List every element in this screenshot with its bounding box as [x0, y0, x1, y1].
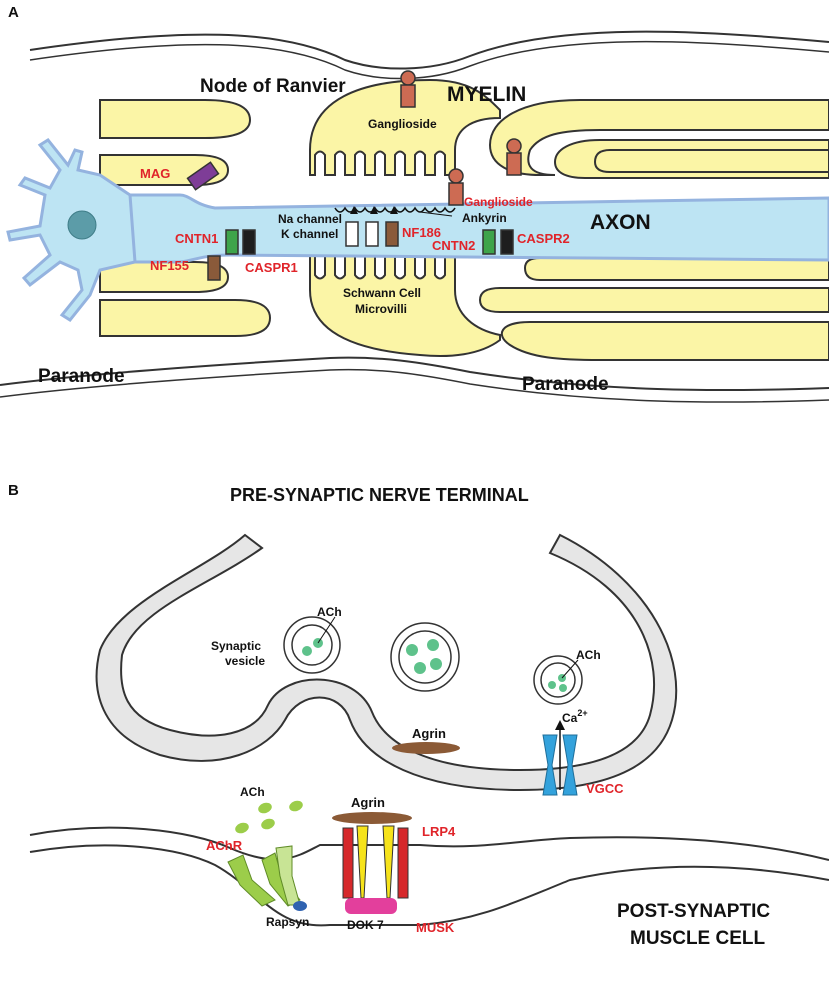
cntn2-label: CNTN2 [432, 238, 475, 253]
caspr1-label: CASPR1 [245, 260, 298, 275]
schwann-top [309, 78, 501, 176]
rapsyn [293, 901, 307, 911]
caspr2-protein [500, 229, 514, 255]
achr-receptor [227, 845, 301, 907]
agrin-post [332, 812, 412, 824]
myelin-right-upper [488, 99, 829, 179]
ganglioside-top-glyph [400, 70, 416, 108]
axon [128, 193, 829, 264]
caspr1-protein [242, 229, 256, 255]
ganglioside-red-label: Ganglioside [464, 195, 533, 209]
ach-cleft-molecules [235, 800, 303, 834]
caspr2-label: CASPR2 [517, 231, 570, 246]
presynaptic-label: PRE-SYNAPTIC NERVE TERMINAL [230, 485, 529, 505]
na-channel-label: Na channel [278, 212, 342, 226]
neuron [6, 138, 137, 322]
panel-b: B PRE-SYNAPTIC NERVE TERMINAL [8, 482, 829, 949]
nerve-outer-bottom [0, 356, 829, 392]
calcium-label: Ca2+ [562, 708, 588, 725]
presynaptic-membrane [95, 533, 678, 792]
mag-label: MAG [140, 166, 170, 181]
ganglioside-red-glyph [448, 168, 464, 206]
axon-label: AXON [590, 211, 651, 234]
vgcc-channel [542, 734, 578, 796]
ankyrin-label: Ankyrin [462, 211, 507, 225]
panel-a: A [0, 4, 829, 403]
calcium-charge: 2+ [577, 708, 587, 718]
paranode-left-label: Paranode [38, 366, 125, 387]
schwann-label-line1: Schwann Cell [343, 286, 421, 300]
node-of-ranvier-label: Node of Ranvier [200, 76, 346, 97]
musk-protein [345, 898, 397, 914]
nf155-label: NF155 [150, 258, 189, 273]
neuron-nucleus [67, 210, 97, 240]
cntn2-protein [482, 229, 496, 255]
ach-cleft-label: ACh [240, 785, 265, 799]
lrp4-right [397, 827, 409, 899]
myelin-left-lower [99, 261, 272, 337]
musk-left-yellow [356, 825, 369, 899]
lrp4-left [342, 827, 354, 899]
ganglioside-top-label: Ganglioside [368, 117, 437, 131]
vesicle-1 [283, 616, 341, 674]
k-channel-label: K channel [281, 227, 338, 241]
panel-b-letter: B [8, 482, 19, 499]
musk-right-yellow [382, 825, 395, 899]
cntn1-label: CNTN1 [175, 231, 218, 246]
nerve-outer-top [29, 30, 829, 70]
na-channel-protein [345, 221, 359, 247]
cntn1-protein [225, 229, 239, 255]
postsynaptic-label-2: MUSCLE CELL [630, 928, 766, 949]
nf186-label: NF186 [402, 225, 441, 240]
agrin-post-label: Agrin [351, 795, 385, 810]
agrin-pre-label: Agrin [412, 726, 446, 741]
postsynaptic-membrane [29, 826, 829, 861]
schwann-bottom [309, 254, 501, 358]
musk-label: MUSK [416, 920, 455, 935]
vgcc-label: VGCC [586, 781, 624, 796]
k-channel-protein [365, 221, 379, 247]
ankyrin-pointer [419, 211, 453, 217]
ankyrin-marks [350, 206, 398, 214]
panel-a-letter: A [8, 4, 19, 21]
calcium-symbol: Ca [562, 711, 578, 725]
mag-protein [186, 161, 220, 191]
rapsyn-label: Rapsyn [266, 915, 309, 929]
agrin-pre [392, 742, 460, 754]
synaptic-vesicle-label-2: vesicle [225, 654, 265, 668]
achr-label: AChR [206, 838, 243, 853]
schwann-label-line2: Microvilli [355, 302, 407, 316]
myelin-right-lower [478, 257, 829, 361]
vesicle-3 [533, 655, 583, 705]
paranode-right-label: Paranode [522, 374, 609, 395]
nf186-protein [385, 221, 399, 247]
ach-vesicle1-label: ACh [317, 605, 342, 619]
nf155-protein [207, 255, 221, 281]
postsynaptic-label-1: POST-SYNAPTIC [617, 901, 770, 922]
myelin-left-upper [99, 99, 252, 186]
synaptic-vesicle-label-1: Synaptic [211, 639, 261, 653]
ach-vesicle3-label: ACh [576, 648, 601, 662]
vesicle-2 [390, 622, 460, 692]
postsynaptic-membrane-inner [29, 844, 829, 927]
dok7-label: DOK 7 [347, 918, 384, 932]
myelin-label: MYELIN [447, 83, 526, 106]
lrp4-label: LRP4 [422, 824, 456, 839]
ganglioside-upper-right-glyph [506, 138, 522, 176]
